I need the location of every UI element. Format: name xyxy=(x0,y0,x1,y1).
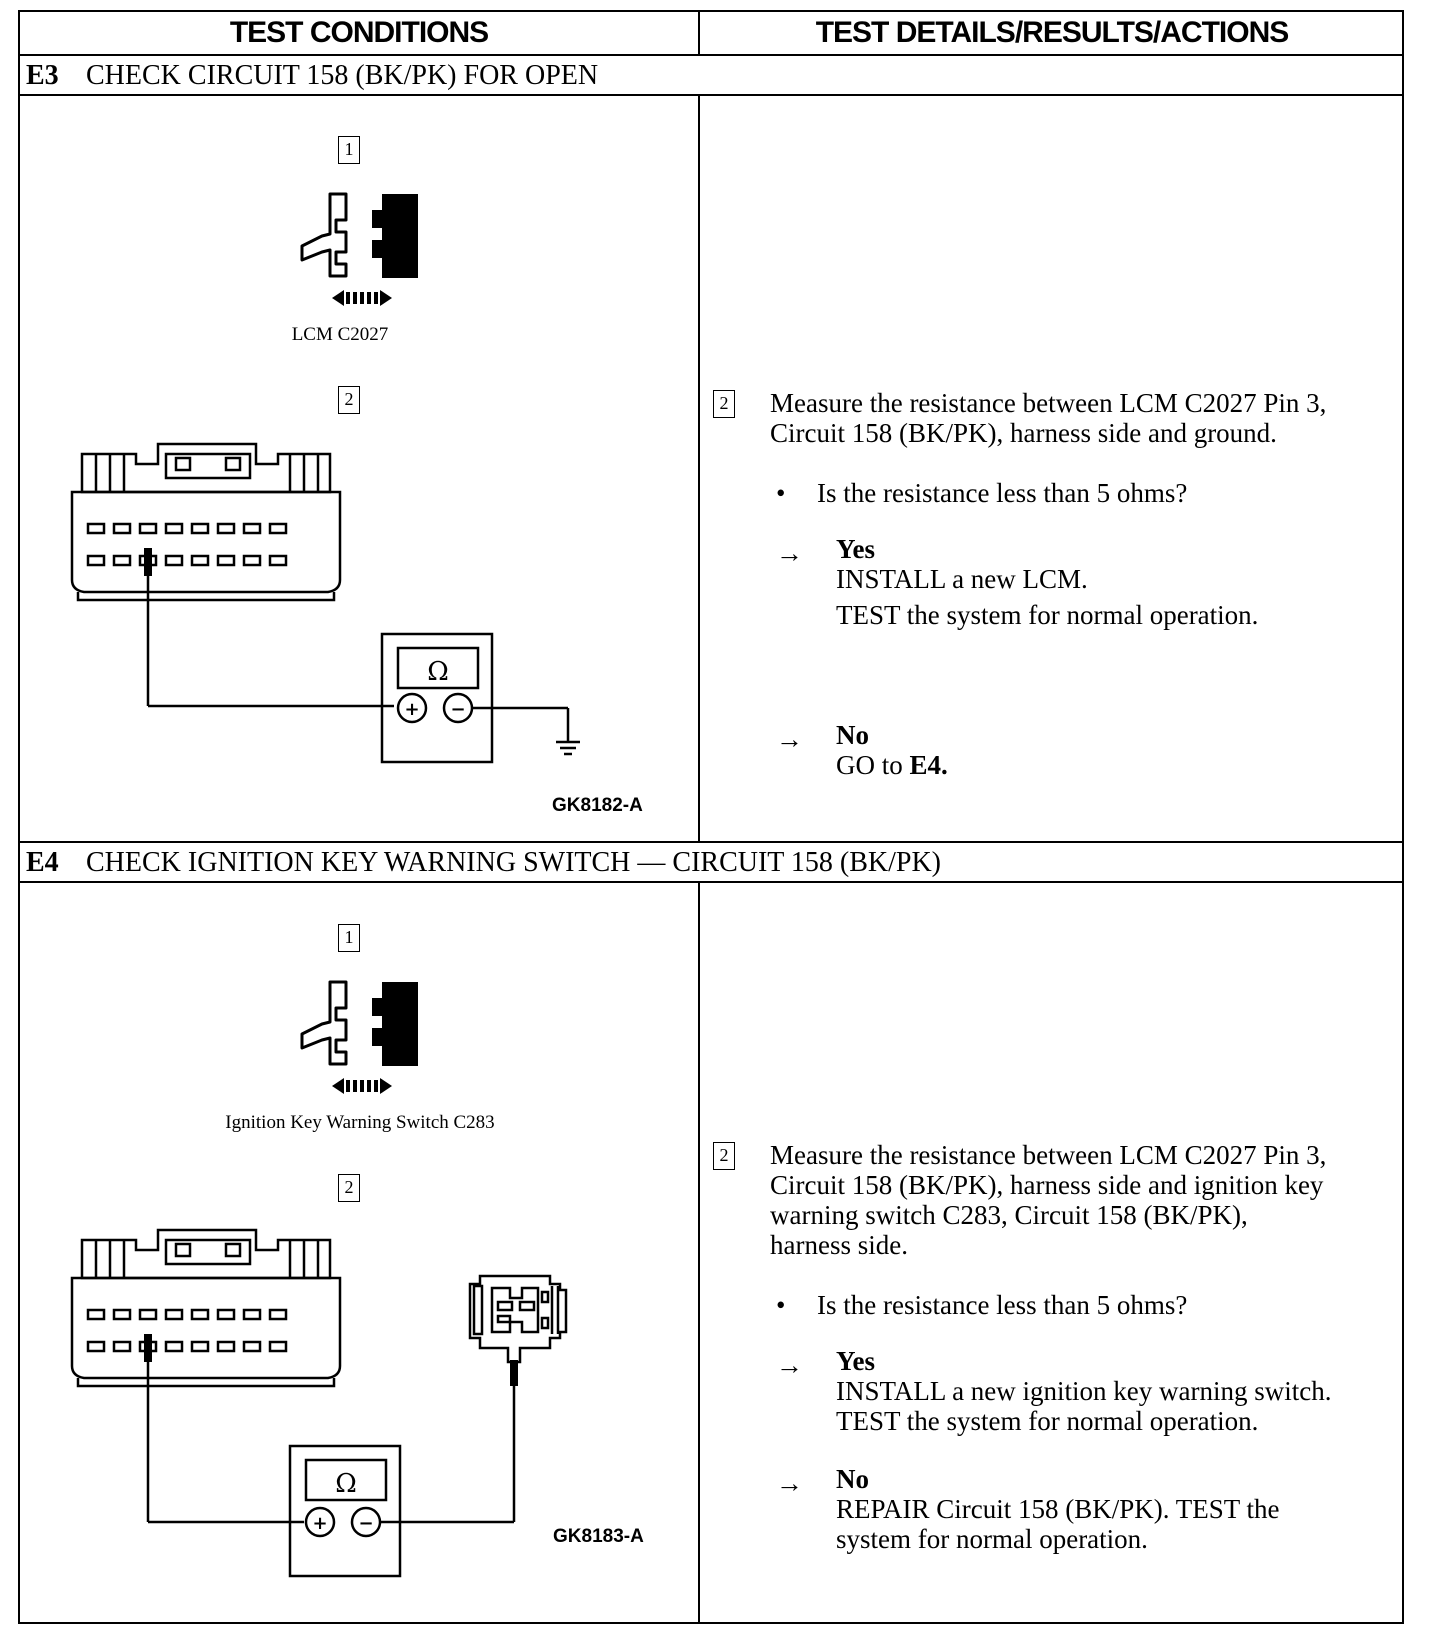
pin-row-bottom xyxy=(86,554,288,567)
bullet: • xyxy=(776,1290,786,1320)
arrow-icon: → xyxy=(776,538,803,568)
lcm-connector xyxy=(70,1228,342,1388)
no-action-prefix: GO to xyxy=(836,750,910,780)
ground-symbol xyxy=(556,740,580,756)
instruction-line: warning switch C283, Circuit 158 (BK/PK)… xyxy=(770,1200,1248,1230)
header-test-details: TEST DETAILS/RESULTS/ACTIONS xyxy=(815,16,1290,49)
column-divider xyxy=(698,882,700,1624)
ohmmeter xyxy=(380,632,494,764)
step-number-box: 1 xyxy=(338,136,360,164)
connector-label: Ignition Key Warning Switch C283 xyxy=(225,1112,495,1133)
pin-row-top xyxy=(86,1308,288,1321)
resistance-measurement-diagram: Ω + − xyxy=(70,442,580,764)
lcm-connector xyxy=(70,442,342,602)
no-label: No xyxy=(836,720,869,750)
step-number-box: 2 xyxy=(713,390,735,418)
bullet: • xyxy=(776,478,786,508)
section-title-e3: E3 CHECK CIRCUIT 158 (BK/PK) FOR OPEN xyxy=(20,56,1402,96)
figure-id: GK8183-A xyxy=(553,1526,644,1547)
rule xyxy=(20,54,1402,56)
test-probe xyxy=(144,548,394,708)
question: Is the resistance less than 5 ohms? xyxy=(817,478,1188,508)
no-action: system for normal operation. xyxy=(836,1524,1148,1554)
minus-terminal: − xyxy=(450,699,465,720)
instruction-line: Circuit 158 (BK/PK), harness side and ig… xyxy=(770,1170,1324,1200)
question: Is the resistance less than 5 ohms? xyxy=(817,1290,1188,1320)
yes-label: Yes xyxy=(836,1346,875,1376)
pin-row-bottom xyxy=(86,1340,288,1353)
yes-action: TEST the system for normal operation. xyxy=(836,600,1259,630)
disconnect-connector-icon xyxy=(300,980,418,1094)
ohm-symbol: Ω xyxy=(427,657,449,687)
figure-id: GK8182-A xyxy=(552,795,643,816)
arrow-icon: → xyxy=(776,1468,803,1498)
test-probe xyxy=(380,1360,518,1524)
arrow-icon: → xyxy=(776,724,803,754)
section-title-text: CHECK IGNITION KEY WARNING SWITCH — CIRC… xyxy=(86,847,941,878)
pin-row-top xyxy=(86,522,288,535)
test-probe xyxy=(144,1334,304,1524)
no-action: REPAIR Circuit 158 (BK/PK). TEST the xyxy=(836,1494,1280,1524)
ohm-symbol: Ω xyxy=(335,1469,357,1499)
no-action: GO to E4. xyxy=(836,750,948,780)
instruction-line: harness side. xyxy=(770,1230,908,1260)
step-number-box: 2 xyxy=(338,386,360,414)
section-id: E3 xyxy=(26,60,59,91)
ohmmeter xyxy=(288,1444,402,1578)
minus-terminal: − xyxy=(358,1513,373,1534)
connector-label: LCM C2027 xyxy=(291,324,389,345)
yes-action: INSTALL a new LCM. xyxy=(836,564,1088,594)
step-number-box: 1 xyxy=(338,924,360,952)
rule xyxy=(20,881,1402,883)
column-divider xyxy=(698,95,700,842)
no-label: No xyxy=(836,1464,869,1494)
goto-target: E4. xyxy=(909,750,948,780)
instruction-line: Circuit 158 (BK/PK), harness side and gr… xyxy=(770,418,1277,448)
step-number-box: 2 xyxy=(713,1142,735,1170)
yes-action: TEST the system for normal operation. xyxy=(836,1406,1259,1436)
ground-lead xyxy=(472,706,570,742)
plus-terminal: + xyxy=(404,699,419,720)
instruction-line: Measure the resistance between LCM C2027… xyxy=(770,1140,1327,1170)
plus-terminal: + xyxy=(312,1513,327,1534)
header-test-conditions: TEST CONDITIONS xyxy=(229,16,489,49)
section-title-e4: E4 CHECK IGNITION KEY WARNING SWITCH — CI… xyxy=(20,843,1402,883)
section-title-text: CHECK CIRCUIT 158 (BK/PK) FOR OPEN xyxy=(86,60,599,91)
instruction-line: Measure the resistance between LCM C2027… xyxy=(770,388,1327,418)
diagnostic-test-table: TEST CONDITIONS TEST DETAILS/RESULTS/ACT… xyxy=(18,10,1404,1624)
disconnect-connector-icon xyxy=(300,192,418,306)
rule xyxy=(20,841,1402,843)
resistance-measurement-diagram: Ω + − xyxy=(70,1228,568,1578)
step-number-box: 2 xyxy=(338,1174,360,1202)
yes-action: INSTALL a new ignition key warning switc… xyxy=(836,1376,1332,1406)
ignition-key-warning-switch-connector xyxy=(468,1274,568,1364)
rule xyxy=(20,94,1402,96)
arrow-icon: → xyxy=(776,1350,803,1380)
yes-label: Yes xyxy=(836,534,875,564)
section-id: E4 xyxy=(26,847,59,878)
column-divider xyxy=(698,12,700,55)
